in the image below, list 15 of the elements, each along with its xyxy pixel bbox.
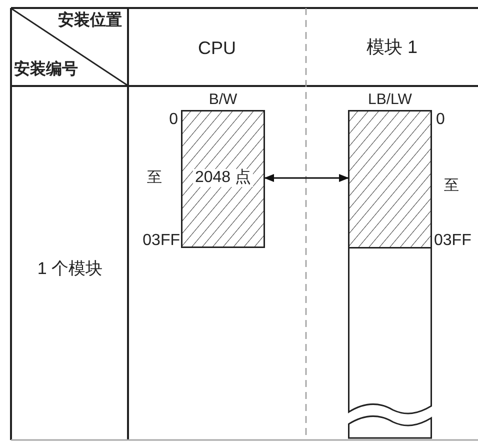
address-label: 0 bbox=[436, 112, 445, 128]
block-label: 2048 点 bbox=[192, 169, 254, 187]
block-heading: LB/LW bbox=[368, 92, 412, 107]
row-header: 1 个模块 bbox=[37, 260, 103, 277]
address-label: 03FF bbox=[434, 233, 472, 249]
address-label: 03FF bbox=[142, 233, 180, 249]
column-header: 安装位置 bbox=[58, 13, 122, 29]
double-arrow bbox=[264, 174, 349, 182]
row-header: 安装编号 bbox=[14, 62, 78, 78]
address-label: 0 bbox=[169, 112, 178, 128]
block-heading: B/W bbox=[208, 92, 238, 107]
range-word: 至 bbox=[147, 170, 162, 185]
column-header: 模块 1 bbox=[366, 38, 418, 56]
range-word: 至 bbox=[444, 178, 459, 193]
column-header: CPU bbox=[198, 39, 236, 57]
